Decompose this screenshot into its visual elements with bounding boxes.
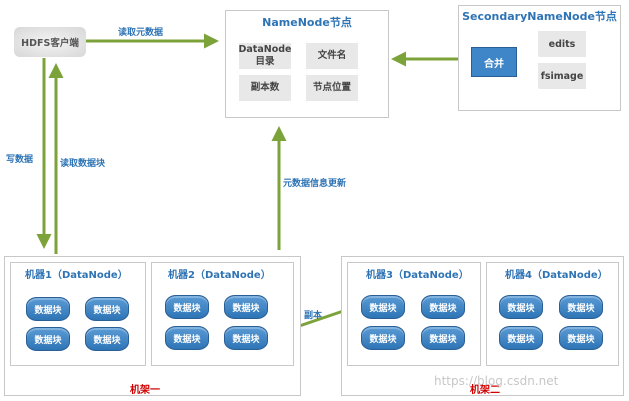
edge-label-replica: 副本 (304, 311, 323, 321)
data-block: 数据块 (26, 297, 70, 321)
merge-label: 合并 (484, 58, 504, 70)
data-block: 数据块 (26, 327, 70, 351)
data-block: 数据块 (224, 326, 268, 350)
edits-doc: edits (538, 31, 586, 57)
rack-2-label: 机架二 (470, 385, 500, 396)
hdfs-client-node: HDFS客户端 (14, 27, 86, 57)
machine-2-box: 机器2（DataNode） 数据块 数据块 数据块 数据块 (151, 262, 294, 366)
fsimage-doc: fsimage (538, 63, 586, 89)
edge-label-metadata-update: 元数据信息更新 (283, 179, 347, 189)
data-block: 数据块 (559, 326, 603, 350)
secondary-namenode-title: SecondaryNameNode节点 (462, 10, 617, 23)
machine-1-title: 机器1（DataNode） (25, 270, 128, 281)
data-block: 数据块 (559, 295, 603, 319)
data-block: 数据块 (361, 326, 405, 350)
namenode-cell-node-location: 节点位置 (306, 75, 358, 101)
data-block: 数据块 (165, 326, 209, 350)
namenode-title: NameNode节点 (262, 16, 352, 29)
edge-label-write-data: 写数据 (6, 155, 34, 165)
machine-4-title: 机器4（DataNode） (505, 270, 608, 281)
namenode-cell-filename: 文件名 (306, 43, 358, 69)
data-block: 数据块 (421, 295, 465, 319)
rack-1-label: 机架一 (130, 385, 160, 396)
merge-box: 合并 (471, 47, 517, 77)
hdfs-client-label: HDFS客户端 (21, 38, 79, 49)
data-block: 数据块 (421, 326, 465, 350)
namenode-cell-replica-count: 副本数 (239, 75, 291, 101)
data-block: 数据块 (361, 295, 405, 319)
edge-label-read-metadata: 读取元数据 (118, 28, 164, 38)
namenode-cell-datanode-dir: DataNode 目录 (238, 43, 292, 69)
machine-3-box: 机器3（DataNode） 数据块 数据块 数据块 数据块 (347, 262, 481, 366)
machine-4-box: 机器4（DataNode） 数据块 数据块 数据块 数据块 (486, 262, 619, 366)
data-block: 数据块 (499, 326, 543, 350)
data-block: 数据块 (85, 327, 129, 351)
machine-2-title: 机器2（DataNode） (168, 270, 271, 281)
data-block: 数据块 (499, 295, 543, 319)
watermark: https://blog.csdn.net (434, 374, 559, 388)
machine-1-box: 机器1（DataNode） 数据块 数据块 数据块 数据块 (10, 262, 146, 366)
edge-label-read-block: 读取数据块 (60, 159, 106, 169)
namenode-box: NameNode节点 DataNode 目录 文件名 副本数 节点位置 (225, 10, 389, 118)
data-block: 数据块 (165, 295, 209, 319)
data-block: 数据块 (224, 295, 268, 319)
secondary-namenode-box: SecondaryNameNode节点 合并 edits fsimage (458, 5, 621, 111)
machine-3-title: 机器3（DataNode） (366, 270, 469, 281)
data-block: 数据块 (85, 297, 129, 321)
